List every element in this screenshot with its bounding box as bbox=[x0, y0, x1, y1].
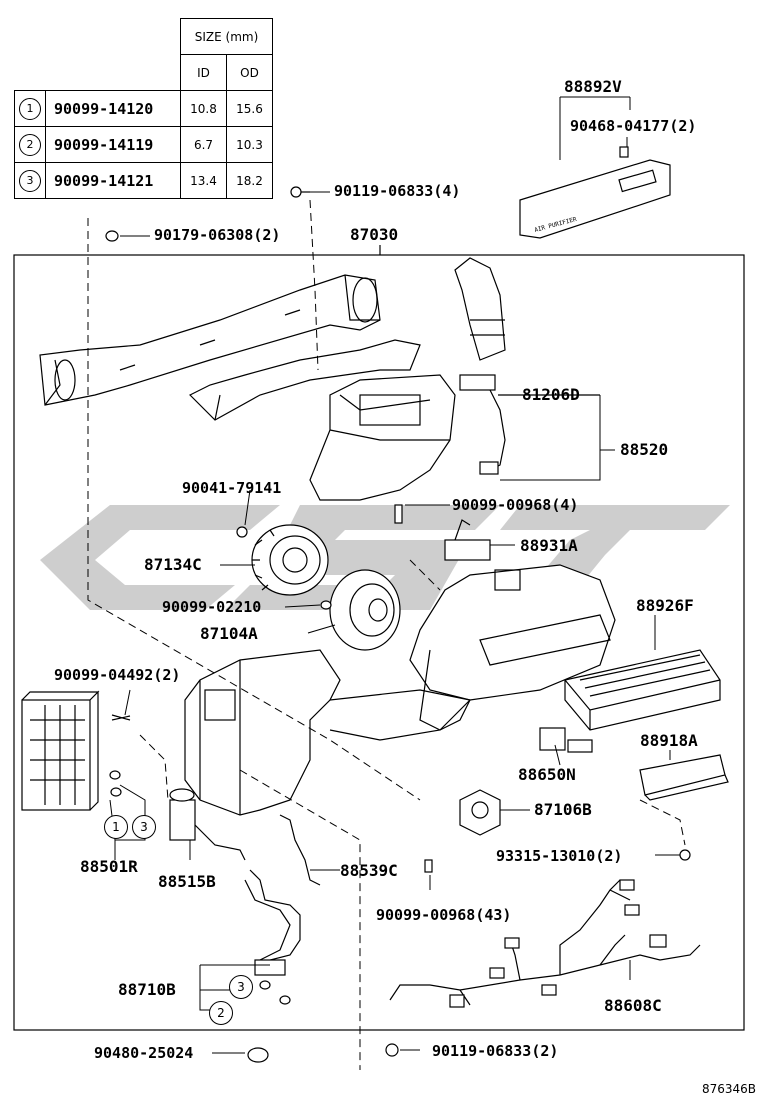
size-table: SIZE (mm) ID OD 1 90099-14120 10.8 15.6 … bbox=[14, 18, 273, 199]
label-90099-00968-4[interactable]: 90099-00968(4) bbox=[452, 496, 579, 514]
row-id: 6.7 bbox=[180, 126, 227, 163]
label-93315-13010[interactable]: 93315-13010(2) bbox=[496, 847, 623, 865]
label-88892v[interactable]: 88892V bbox=[564, 77, 622, 96]
wire-harness bbox=[389, 879, 701, 1008]
label-81206d[interactable]: 81206D bbox=[522, 385, 580, 404]
callout-2: 2 bbox=[209, 1001, 233, 1025]
heater-unit bbox=[184, 649, 472, 816]
label-90119-06833-bottom[interactable]: 90119-06833(2) bbox=[432, 1042, 559, 1060]
resistor bbox=[444, 519, 491, 561]
row-ref: 1 bbox=[14, 90, 46, 127]
row-part: 90099-14120 bbox=[45, 90, 181, 127]
row-ref: 3 bbox=[14, 162, 46, 199]
label-88520[interactable]: 88520 bbox=[620, 440, 669, 459]
label-90179-06308[interactable]: 90179-06308(2) bbox=[154, 226, 281, 244]
duct-elbow bbox=[454, 257, 506, 361]
sensor-wire bbox=[459, 374, 600, 475]
blower-motor bbox=[329, 569, 401, 651]
row-id: 13.4 bbox=[180, 162, 227, 199]
label-90041-79141[interactable]: 90041-79141 bbox=[182, 479, 282, 497]
diagram-code: 876346B bbox=[701, 1082, 756, 1096]
row-part: 90099-14121 bbox=[45, 162, 181, 199]
size-table-row: 1 90099-14120 10.8 15.6 bbox=[14, 90, 273, 127]
col-od: OD bbox=[226, 54, 273, 91]
ref-circle: 3 bbox=[19, 169, 41, 192]
label-88926f[interactable]: 88926F bbox=[636, 596, 694, 615]
evaporator bbox=[21, 690, 100, 811]
size-table-header-row: SIZE (mm) bbox=[15, 18, 273, 55]
label-87104a[interactable]: 87104A bbox=[200, 624, 258, 643]
label-87134c[interactable]: 87134C bbox=[144, 555, 202, 574]
duct-part bbox=[39, 274, 381, 406]
label-88710b[interactable]: 88710B bbox=[118, 980, 176, 999]
label-90099-02210[interactable]: 90099-02210 bbox=[162, 598, 262, 616]
control-module bbox=[639, 754, 729, 801]
label-90480-25024[interactable]: 90480-25024 bbox=[94, 1044, 194, 1062]
size-table-row: 3 90099-14121 13.4 18.2 bbox=[14, 162, 273, 199]
label-88539c[interactable]: 88539C bbox=[340, 861, 398, 880]
row-od: 18.2 bbox=[226, 162, 273, 199]
col-id: ID bbox=[180, 54, 227, 91]
label-87106b[interactable]: 87106B bbox=[534, 800, 592, 819]
label-88918a[interactable]: 88918A bbox=[640, 731, 698, 750]
assembly-frame bbox=[13, 254, 745, 1031]
blower-fan bbox=[251, 524, 329, 596]
dashed-lines bbox=[87, 199, 686, 1070]
row-od: 15.6 bbox=[226, 90, 273, 127]
callout-3: 3 bbox=[229, 975, 253, 999]
ac-pipes bbox=[244, 869, 301, 976]
label-88608c[interactable]: 88608C bbox=[604, 996, 662, 1015]
expansion-valve bbox=[169, 788, 246, 861]
connector-set bbox=[539, 727, 593, 753]
row-od: 10.3 bbox=[226, 126, 273, 163]
row-id: 10.8 bbox=[180, 90, 227, 127]
callout-3: 3 bbox=[132, 815, 156, 839]
label-90099-04492[interactable]: 90099-04492(2) bbox=[54, 666, 181, 684]
thermistor bbox=[279, 814, 321, 886]
row-part: 90099-14119 bbox=[45, 126, 181, 163]
ref-circle: 2 bbox=[19, 133, 41, 156]
row-ref: 2 bbox=[14, 126, 46, 163]
label-88650n[interactable]: 88650N bbox=[518, 765, 576, 784]
ref-circle: 1 bbox=[19, 97, 41, 120]
size-table-header: SIZE (mm) bbox=[180, 18, 273, 55]
label-90468-04177[interactable]: 90468-04177(2) bbox=[570, 117, 697, 135]
label-88501r[interactable]: 88501R bbox=[80, 857, 138, 876]
fasteners bbox=[105, 146, 691, 1063]
upper-case-housing bbox=[309, 374, 456, 501]
servo-motor bbox=[459, 789, 501, 836]
size-table-subheader-row: ID OD bbox=[15, 54, 273, 91]
air-purifier-panel: AIR PURIFIER bbox=[519, 159, 671, 239]
label-87030[interactable]: 87030 bbox=[350, 225, 399, 244]
label-90099-00968-43[interactable]: 90099-00968(43) bbox=[376, 906, 512, 924]
label-88931a[interactable]: 88931A bbox=[520, 536, 578, 555]
duct-part-lower bbox=[188, 339, 421, 421]
size-table-row: 2 90099-14119 6.7 10.3 bbox=[14, 126, 273, 163]
cabin-filter bbox=[564, 649, 721, 731]
callout-1: 1 bbox=[104, 815, 128, 839]
label-90119-06833-top[interactable]: 90119-06833(4) bbox=[334, 182, 461, 200]
label-88515b[interactable]: 88515B bbox=[158, 872, 216, 891]
